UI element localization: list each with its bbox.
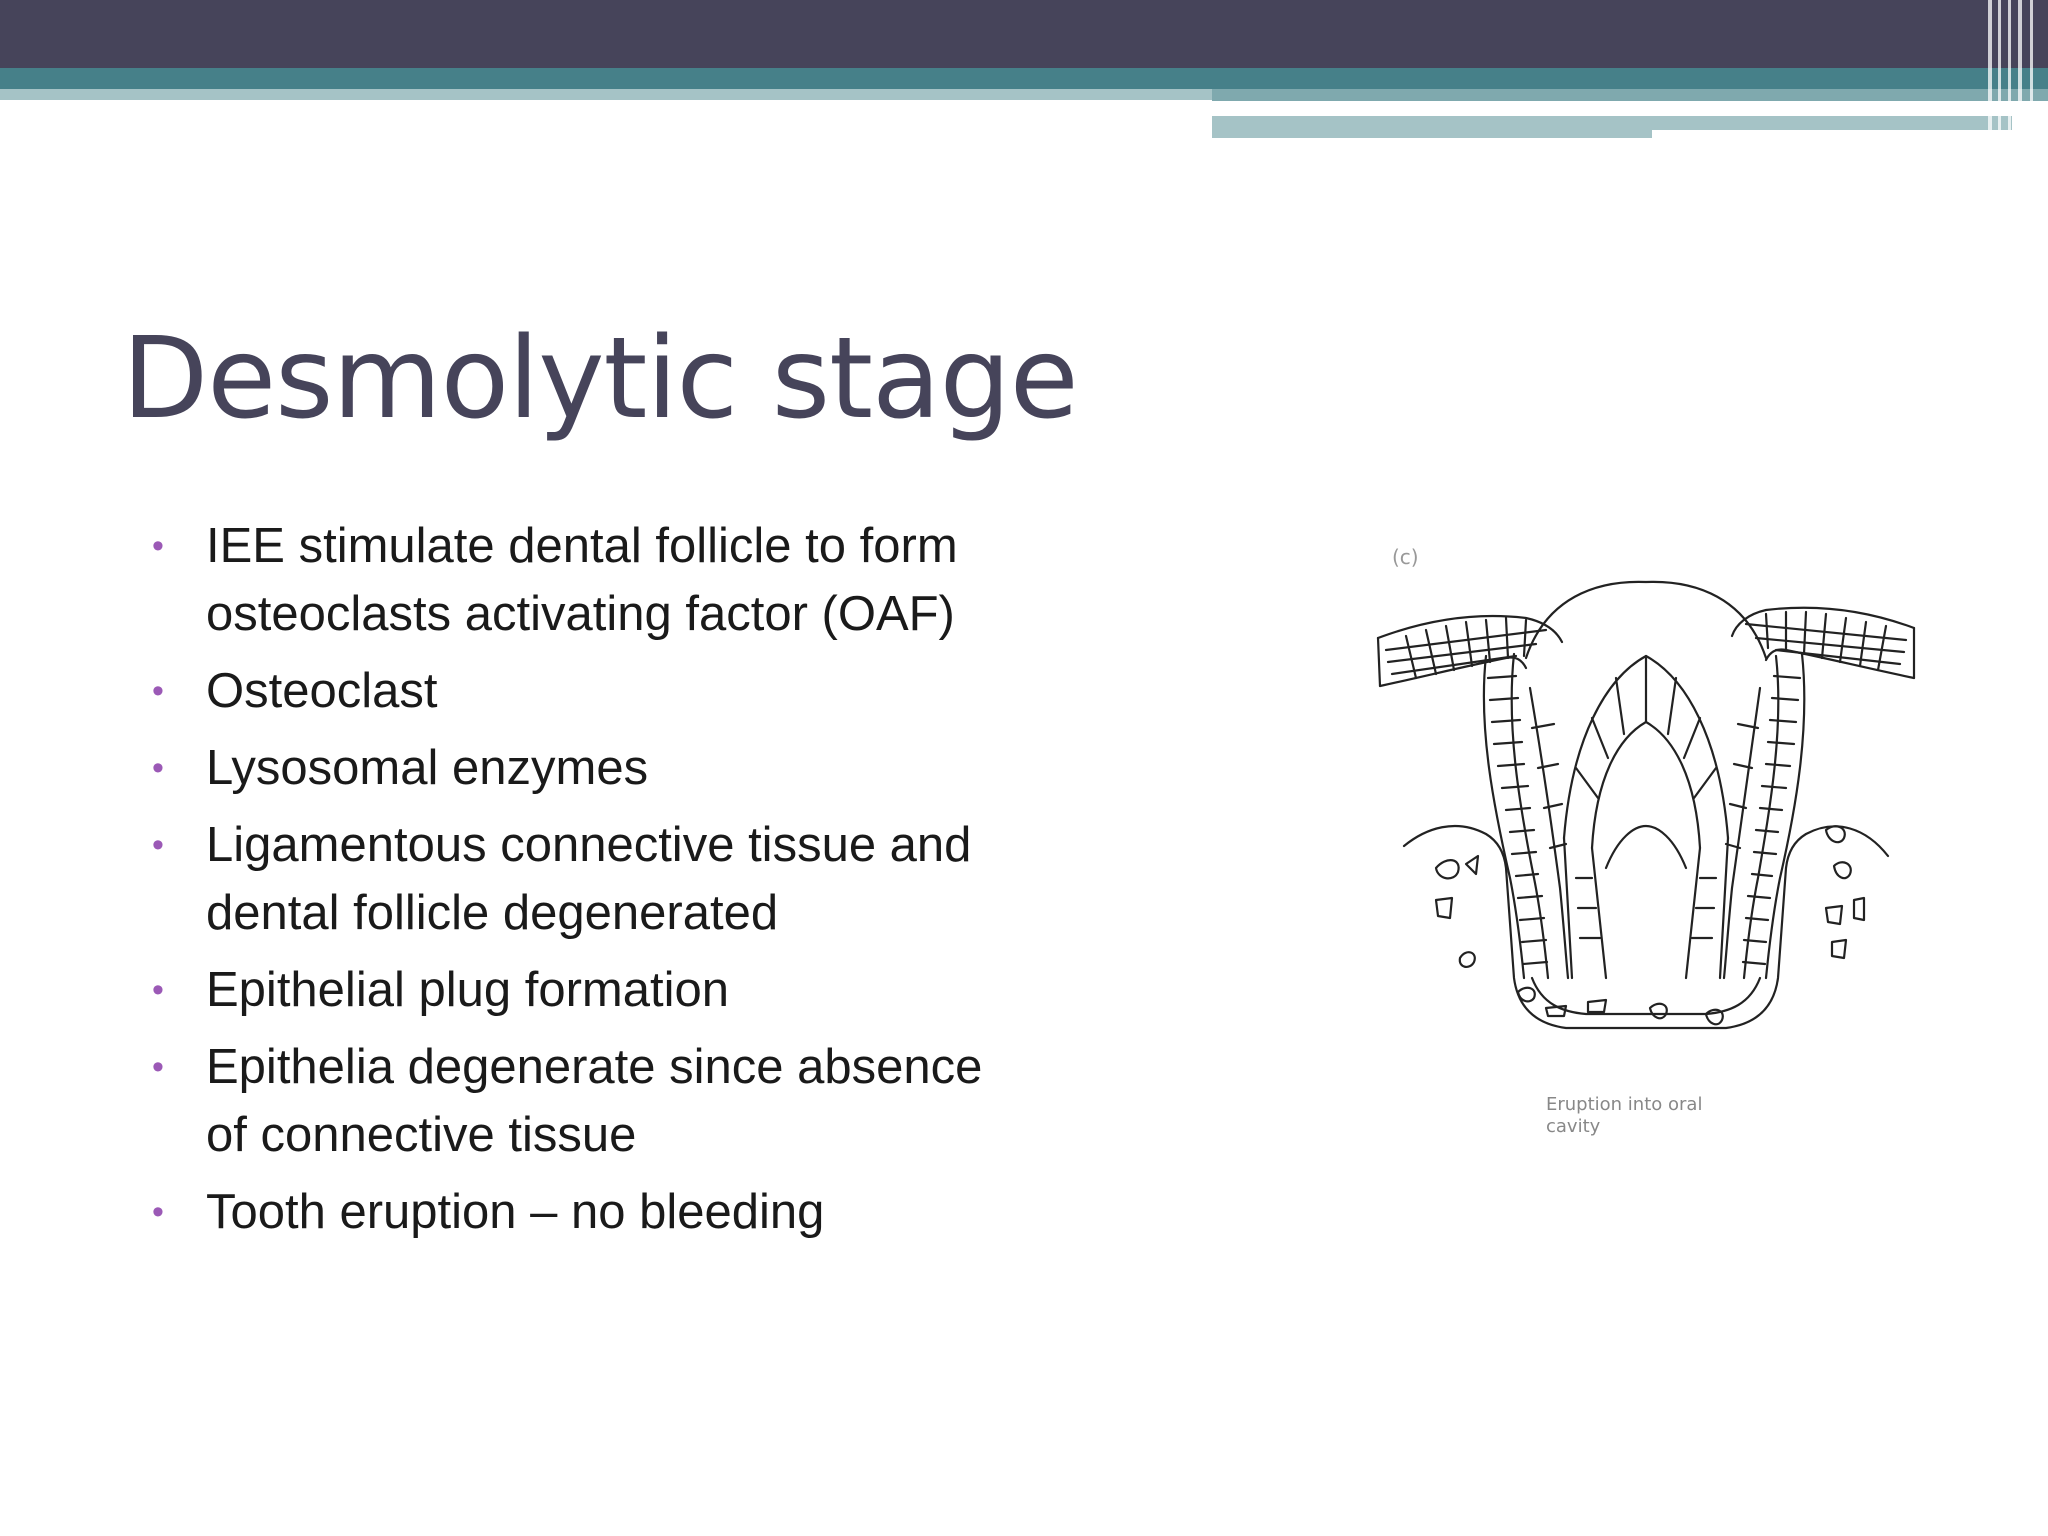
header-light-strip (1212, 116, 1652, 138)
header-teal-bar (0, 68, 2048, 89)
bullet-dot-icon: • (152, 971, 164, 1009)
list-item: • Ligamentous connective tissue and denta… (140, 811, 1020, 947)
bullet-dot-icon: • (152, 826, 164, 864)
header-light-bar-right (1212, 89, 2048, 101)
header-edge-stripe (2008, 0, 2011, 138)
alveolar-bone (1402, 825, 1890, 1030)
right-epithelium (1722, 652, 1806, 980)
header-edge-stripe (2030, 0, 2033, 138)
bullet-dot-icon: • (152, 1048, 164, 1086)
header-edge-stripe (1988, 0, 1992, 138)
dentin-pulp (1562, 654, 1730, 980)
bullet-text: IEE stimulate dental follicle to form os… (206, 519, 958, 641)
bullet-dot-icon: • (152, 749, 164, 787)
header-edge-stripe (1998, 0, 2001, 138)
panel-label: (c) (1392, 545, 1419, 569)
bullet-dot-icon: • (152, 672, 164, 710)
bullet-dot-icon: • (152, 527, 164, 565)
list-item: • IEE stimulate dental follicle to form o… (140, 512, 1020, 648)
bullet-text: Osteoclast (206, 664, 438, 718)
right-gingiva (1730, 606, 1916, 680)
header-edge-stripe (2018, 0, 2022, 138)
list-item: • Epithelia degenerate since absence of c… (140, 1033, 1020, 1169)
bullet-text: Epithelial plug formation (206, 963, 729, 1017)
bone-spicules (1434, 825, 1866, 1026)
list-item: • Lysosomal enzymes (140, 734, 1020, 802)
bullet-dot-icon: • (152, 1193, 164, 1231)
left-gingiva (1376, 614, 1564, 688)
left-epithelium (1482, 652, 1570, 980)
header-dark-bar (0, 0, 2048, 68)
list-item: • Osteoclast (140, 657, 1020, 725)
bullet-list: • IEE stimulate dental follicle to form o… (140, 512, 1020, 1255)
tooth-eruption-figure: (c) (1366, 538, 1926, 1148)
bullet-text: Lysosomal enzymes (206, 741, 649, 795)
header-light-strip-2 (1652, 116, 2012, 130)
header-light-bar-left (0, 89, 1212, 100)
slide-title: Desmolytic stage (122, 314, 1079, 444)
list-item: • Epithelial plug formation (140, 956, 1020, 1024)
bullet-text: Ligamentous connective tissue and dental… (206, 818, 972, 940)
bullet-text: Tooth eruption – no bleeding (206, 1185, 825, 1239)
figure-caption-line1: Eruption into oral (1546, 1094, 1702, 1115)
bullet-text: Epithelia degenerate since absence of co… (206, 1040, 983, 1162)
figure-caption-line2: cavity (1546, 1116, 1601, 1137)
list-item: • Tooth eruption – no bleeding (140, 1178, 1020, 1246)
tooth-diagram: (c) (1376, 545, 1916, 1137)
crown-outline (1524, 580, 1768, 660)
header-thin-line (1212, 110, 1896, 116)
